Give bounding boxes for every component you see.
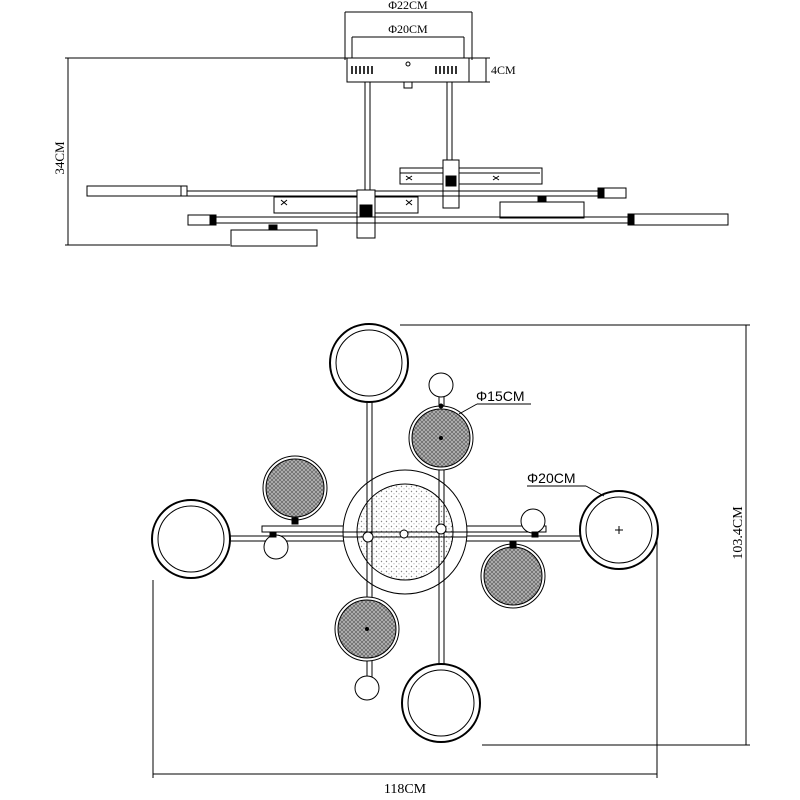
large-ring-left: [151, 499, 231, 579]
dimension-inner-canopy: Φ20CM: [351, 22, 465, 60]
side-view: Φ22CM Φ20CM 4CM: [52, 0, 729, 247]
rod-lower: [187, 213, 729, 226]
mesh-shade-top: [408, 403, 474, 471]
rod-upper: [86, 185, 627, 199]
leader-small-shade: Φ15CM: [458, 388, 531, 415]
end-cap-left: [263, 534, 289, 560]
dimension-outer-canopy: Φ22CM: [344, 0, 473, 60]
canopy-screw: [405, 61, 411, 67]
dimension-total-height: 34CM: [52, 57, 347, 246]
leader-large-ring: Φ20CM: [527, 470, 605, 497]
arm-right-lower: [499, 196, 585, 219]
dim-width-label: 118CM: [384, 782, 427, 797]
large-ring-top: [329, 323, 409, 403]
mesh-shade-bottom: [334, 596, 400, 662]
dim-total-height-label: 34CM: [52, 141, 67, 175]
arm-center: [273, 189, 419, 239]
mesh-shade-right: [480, 541, 546, 609]
hub-joint-center: [399, 529, 409, 539]
large-ring-right: [579, 490, 659, 570]
dimension-depth: 103.4CM: [400, 324, 750, 746]
dim-small-shade-label: Φ15CM: [476, 388, 525, 404]
dim-large-ring-label: Φ20CM: [527, 470, 576, 486]
end-cap-right: [520, 508, 546, 534]
canopy-vents: [351, 66, 457, 74]
hub-joint-left: [362, 531, 374, 543]
arm-lower-left: [230, 224, 318, 247]
dim-outer-canopy-label: Φ22CM: [388, 0, 428, 12]
end-cap-bottom: [354, 675, 380, 701]
arm-upper-right: [399, 159, 543, 209]
end-cap-top: [428, 372, 454, 398]
top-view: 103.4CM 118CM: [151, 323, 750, 797]
dim-inner-canopy-label: Φ20CM: [388, 22, 428, 36]
dimension-width: 118CM: [152, 540, 658, 797]
dim-canopy-height-label: 4CM: [491, 63, 516, 77]
large-ring-bottom: [401, 663, 481, 743]
hub-joint-right: [435, 523, 447, 535]
dimension-canopy-height: 4CM: [469, 57, 516, 83]
dim-depth-label: 103.4CM: [731, 506, 746, 560]
mesh-shade-left: [262, 455, 328, 525]
